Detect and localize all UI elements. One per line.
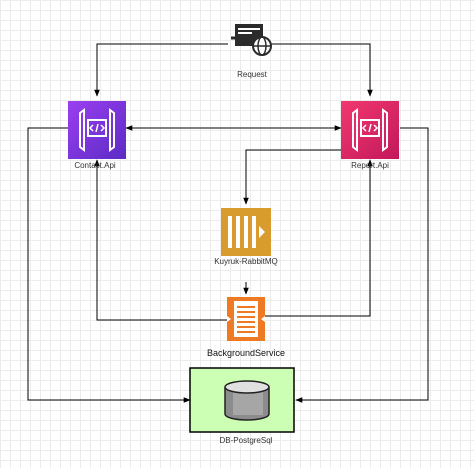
request-label: Request xyxy=(237,70,267,79)
queue-label: Kuyruk-RabbitMQ xyxy=(214,257,278,266)
edge-background-to-report xyxy=(265,159,373,317)
contact-api-icon xyxy=(68,101,126,159)
report-api-icon xyxy=(341,101,399,159)
edges xyxy=(27,43,429,403)
db-container xyxy=(189,367,295,433)
service-document-icon xyxy=(227,297,265,341)
background-service-label: BackgroundService xyxy=(206,348,286,358)
edge-contact-to-db xyxy=(27,127,191,403)
report-api-label: Report.Api xyxy=(351,161,389,170)
edge-request-to-report xyxy=(268,43,373,97)
edge-background-to-contact xyxy=(94,159,228,321)
queue-icon xyxy=(221,208,271,256)
contact-api-label: Contact.Api xyxy=(74,161,116,170)
edge-request-to-contact xyxy=(94,43,228,97)
db-label: DB-PostgreSql xyxy=(219,436,273,445)
edge-report-to-db xyxy=(295,127,429,403)
database-cylinder-icon xyxy=(224,380,270,421)
request-globe-icon xyxy=(231,24,272,56)
edge-report-to-queue xyxy=(243,149,341,205)
